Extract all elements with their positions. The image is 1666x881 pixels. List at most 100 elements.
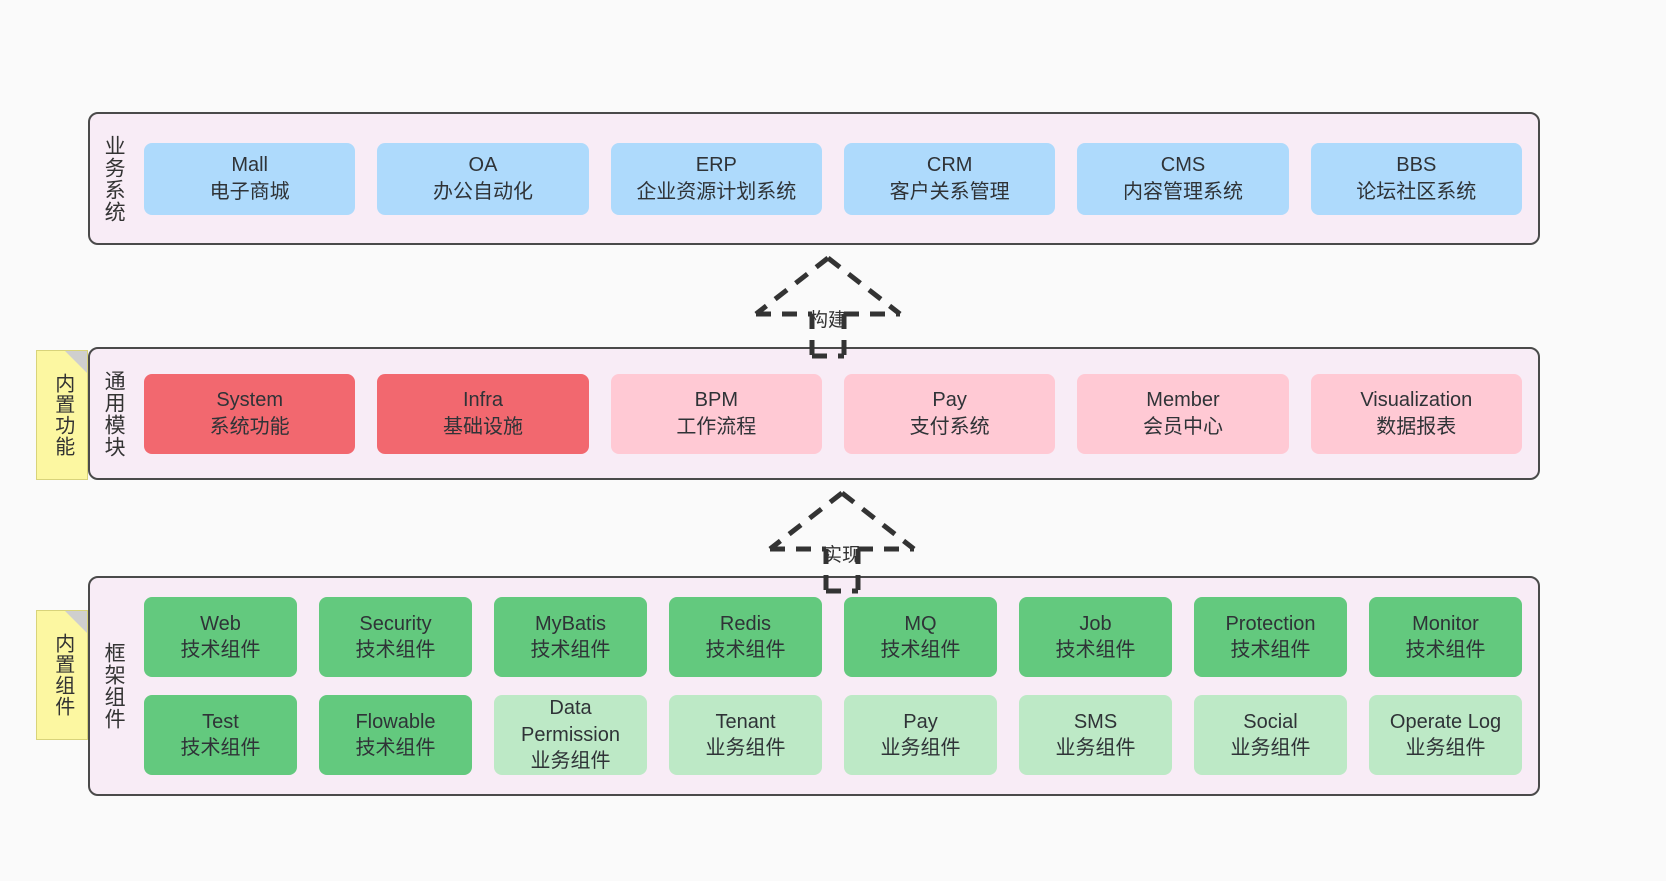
- component-subtitle: 基础设施: [442, 415, 523, 438]
- component-subtitle: 技术组件: [880, 639, 961, 661]
- component-card[interactable]: Member 会员中心: [1077, 373, 1289, 454]
- component-subtitle: 客户关系管理: [889, 180, 1010, 203]
- generalization-arrow-icon: [754, 256, 902, 359]
- component-subtitle: 支付系统: [909, 415, 990, 438]
- component-card[interactable]: Social 业务组件: [1194, 695, 1347, 775]
- component-subtitle: 业务组件: [1405, 737, 1486, 759]
- layer-body-common-modules: System 系统功能 Infra 基础设施 BPM 工作流程 Pay 支付系统 Member 会…: [136, 349, 1538, 478]
- layer-label-business-system: 业务系统: [102, 134, 126, 223]
- page-fold-icon: [65, 351, 87, 373]
- sticky-note-label: 内置功能: [51, 373, 74, 457]
- component-title: Web: [200, 612, 241, 635]
- component-title: Monitor: [1412, 612, 1479, 635]
- component-subtitle: 技术组件: [355, 737, 436, 759]
- component-subtitle: 技术组件: [1230, 639, 1311, 661]
- layer-label-framework-components: 框架组件: [102, 642, 126, 730]
- component-title: Security: [359, 612, 432, 635]
- component-subtitle: 业务组件: [1230, 737, 1311, 759]
- component-subtitle: 技术组件: [705, 639, 786, 661]
- component-subtitle: 业务组件: [530, 750, 611, 773]
- component-card[interactable]: SMS 业务组件: [1019, 695, 1172, 775]
- component-title: Mall: [231, 154, 268, 177]
- component-title: BPM: [694, 389, 738, 412]
- component-subtitle: 会员中心: [1142, 415, 1223, 438]
- sticky-note-label: 内置组件: [51, 633, 74, 717]
- component-card[interactable]: Job 技术组件: [1019, 597, 1172, 677]
- component-card[interactable]: MQ 技术组件: [844, 597, 997, 677]
- connector-label-realize: 实现: [822, 545, 861, 566]
- component-title: BBS: [1396, 154, 1437, 177]
- component-card[interactable]: Web 技术组件: [144, 597, 297, 677]
- component-subtitle: 技术组件: [180, 639, 261, 661]
- component-subtitle: 业务组件: [705, 737, 786, 759]
- component-card[interactable]: BBS 论坛社区系统: [1310, 142, 1522, 215]
- component-title: Redis: [719, 612, 772, 635]
- component-card[interactable]: Infra 基础设施: [377, 373, 589, 454]
- component-card[interactable]: Redis 技术组件: [669, 597, 822, 677]
- component-title: SMS: [1073, 710, 1118, 733]
- connector-realize: 实现: [762, 487, 922, 597]
- component-title: ERP: [695, 154, 737, 177]
- component-subtitle: 办公自动化: [432, 180, 533, 203]
- layer-common-modules: 通用模块 System 系统功能 Infra 基础设施 BPM 工作流程 Pay 支付系统 Me…: [88, 347, 1540, 480]
- component-title: Data Permission: [521, 697, 620, 746]
- component-title: Protection: [1225, 612, 1316, 635]
- connector-build: 构建: [748, 252, 908, 362]
- component-title: CRM: [926, 154, 973, 177]
- component-subtitle: 论坛社区系统: [1356, 180, 1477, 203]
- component-title: Pay: [932, 389, 967, 412]
- component-card[interactable]: Tenant 业务组件: [669, 695, 822, 775]
- component-card[interactable]: Pay 业务组件: [844, 695, 997, 775]
- component-card[interactable]: Pay 支付系统: [843, 373, 1056, 454]
- sticky-note-builtin-functions: 内置功能: [36, 350, 88, 480]
- component-title: Test: [202, 710, 239, 733]
- generalization-arrow-icon: [768, 491, 916, 594]
- component-card[interactable]: OA 办公自动化: [377, 142, 589, 215]
- layer-label-common-modules: 通用模块: [102, 369, 126, 458]
- connector-label-build: 构建: [808, 310, 847, 331]
- component-title: System: [216, 389, 283, 412]
- component-title: Social: [1243, 710, 1298, 733]
- component-title: Pay: [903, 710, 938, 733]
- component-subtitle: 电子商城: [209, 180, 290, 203]
- component-card[interactable]: BPM 工作流程: [610, 373, 822, 454]
- component-title: OA: [468, 154, 498, 177]
- component-title: Infra: [462, 389, 503, 412]
- component-subtitle: 系统功能: [209, 415, 290, 438]
- component-row: System 系统功能 Infra 基础设施 BPM 工作流程 Pay 支付系统 Member 会…: [144, 373, 1522, 454]
- component-card[interactable]: System 系统功能: [144, 373, 356, 454]
- component-title: Member: [1146, 389, 1220, 412]
- component-title: CMS: [1160, 154, 1206, 177]
- component-card[interactable]: Mall 电子商城: [144, 142, 356, 215]
- component-card[interactable]: Flowable 技术组件: [319, 695, 472, 775]
- component-title: MQ: [904, 612, 937, 635]
- component-card[interactable]: Security 技术组件: [319, 597, 472, 677]
- component-subtitle: 工作流程: [676, 415, 757, 438]
- component-card[interactable]: Protection 技术组件: [1194, 597, 1347, 677]
- component-card[interactable]: CRM 客户关系管理: [843, 142, 1056, 215]
- component-title: Visualization: [1360, 389, 1473, 412]
- component-card[interactable]: Data Permission 业务组件: [494, 695, 647, 775]
- page-fold-icon: [65, 611, 87, 633]
- component-title: Job: [1079, 612, 1112, 635]
- component-title: Flowable: [355, 710, 436, 733]
- component-title: Tenant: [715, 710, 776, 733]
- component-subtitle: 业务组件: [1055, 737, 1136, 759]
- component-subtitle: 技术组件: [1055, 639, 1136, 661]
- component-subtitle: 业务组件: [880, 737, 961, 759]
- component-subtitle: 技术组件: [355, 639, 436, 661]
